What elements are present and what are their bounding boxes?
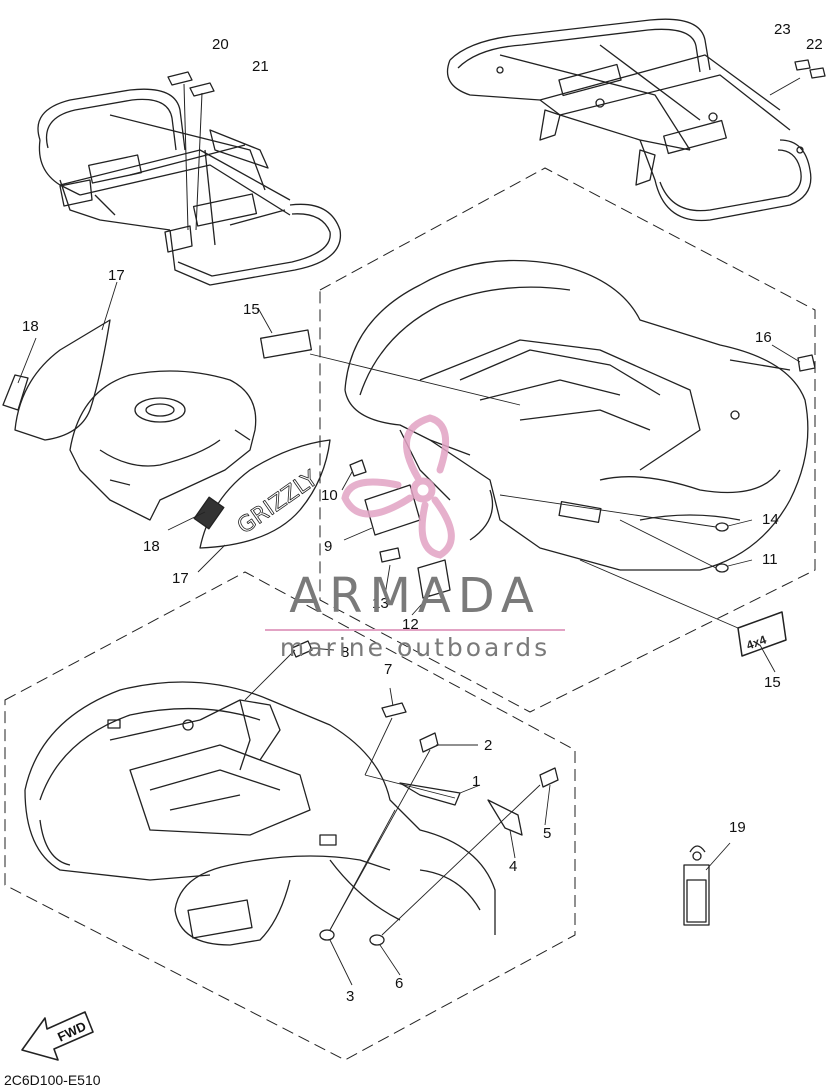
part-label-6: 6 xyxy=(395,975,404,992)
sticker-8 xyxy=(291,640,313,658)
rear-carrier-rack xyxy=(37,88,342,286)
sticker-22 xyxy=(809,67,826,79)
front-carrier-rack xyxy=(446,18,812,222)
part-label-18-lower: 18 xyxy=(143,538,160,555)
part-label-3: 3 xyxy=(346,988,355,1005)
svg-text:4x4: 4x4 xyxy=(745,632,769,652)
label-15-4x4: 4x4 xyxy=(737,611,787,657)
decal-17-upper xyxy=(14,319,111,441)
part-label-15-lower: 15 xyxy=(764,674,781,691)
watermark-brand: ARMADA xyxy=(289,568,541,624)
part-label-1: 1 xyxy=(472,773,481,790)
screw-10 xyxy=(349,459,367,477)
part-label-23: 23 xyxy=(774,21,791,38)
sticker-20 xyxy=(167,71,193,86)
rear-fender xyxy=(24,681,496,946)
part-label-19: 19 xyxy=(729,819,746,836)
decal-18-left xyxy=(2,374,29,411)
part-label-2: 2 xyxy=(484,737,493,754)
part-label-9: 9 xyxy=(324,538,333,555)
part-label-16: 16 xyxy=(755,329,772,346)
clip-6 xyxy=(369,934,385,946)
part-label-11: 11 xyxy=(762,551,778,568)
clip-3 xyxy=(319,929,335,941)
fwd-arrow-icon xyxy=(21,1011,94,1061)
label-16 xyxy=(797,354,816,372)
front-fender-group-box xyxy=(319,167,816,713)
part-label-22: 22 xyxy=(806,36,823,53)
decal-17-lower: GRIZZLY xyxy=(199,439,331,549)
part-label-14: 14 xyxy=(762,511,779,528)
part-label-13: 13 xyxy=(372,595,389,612)
leader-lines xyxy=(17,281,801,986)
part-label-20: 20 xyxy=(212,36,229,53)
sticker-21 xyxy=(189,82,215,97)
tank-cover xyxy=(69,370,257,521)
part-label-15-upper: 15 xyxy=(243,301,260,318)
part-label-4: 4 xyxy=(509,858,518,875)
sticker-23 xyxy=(794,59,811,71)
rear-fender-group-box xyxy=(4,571,576,1061)
part-label-8: 8 xyxy=(341,644,350,661)
part-label-21: 21 xyxy=(252,58,269,75)
part-label-5: 5 xyxy=(543,825,552,842)
tag-19 xyxy=(683,845,710,926)
label-15-upper xyxy=(259,329,313,359)
part-label-17-upper: 17 xyxy=(108,267,125,284)
part-label-7: 7 xyxy=(384,661,393,678)
watermark-logo-icon xyxy=(341,414,455,559)
plate-1 xyxy=(399,782,461,806)
part-label-12: 12 xyxy=(402,616,419,633)
plate-12 xyxy=(417,559,451,599)
front-fender xyxy=(344,259,809,571)
bolt-2 xyxy=(419,732,439,753)
part-label-10: 10 xyxy=(321,487,338,504)
decal-18-center xyxy=(193,496,225,530)
diagram-code: 2C6D100-E510 xyxy=(4,1072,101,1088)
watermark-tagline: marine outboards xyxy=(279,633,551,662)
nut-14 xyxy=(715,522,729,532)
part-label-18-upper: 18 xyxy=(22,318,39,335)
bolt-13 xyxy=(379,547,401,563)
part-label-17-lower: 17 xyxy=(172,570,189,587)
sticker-7 xyxy=(381,702,407,718)
bolt-5 xyxy=(539,767,559,788)
plate-4 xyxy=(487,799,523,836)
